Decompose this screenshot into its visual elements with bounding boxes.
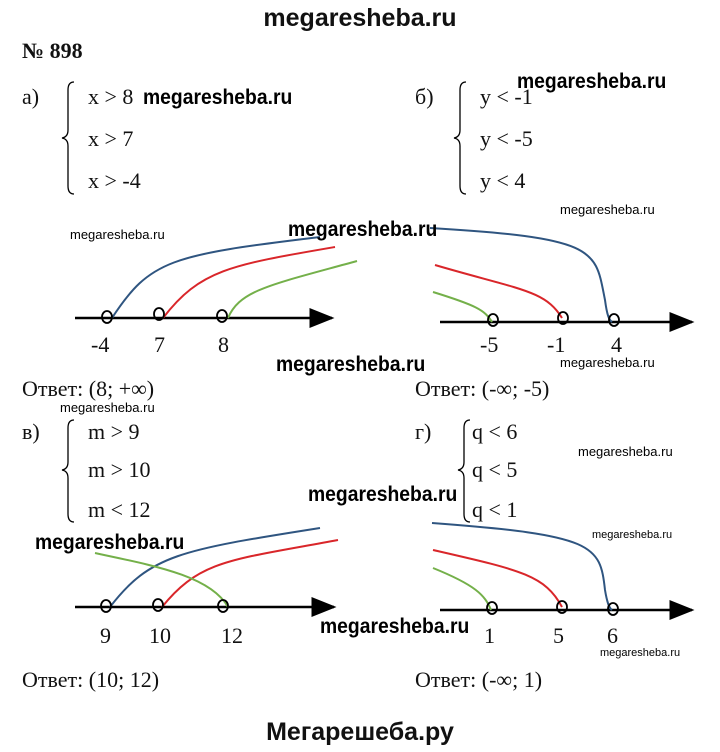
part-a-label: а) [22,84,40,109]
curve-blue-a [111,236,321,319]
part-c-ineq-1: m > 9 [88,419,140,444]
footer-brand: Мегарешеба.ру [266,718,454,746]
open-point [217,599,229,613]
site-title: megaresheba.ru [263,4,457,32]
part-d-label: г) [415,419,432,444]
brace-b [453,81,467,195]
tick-label: 4 [611,332,622,357]
part-d-ineq-3: q < 1 [472,497,518,522]
open-point [486,601,498,615]
open-point [100,599,112,613]
tick-label: 1 [484,623,495,648]
watermark: megaresheba.ru [288,218,438,241]
curve-green-a [227,260,358,319]
tick-label: 10 [149,623,171,648]
tick-label: 7 [154,332,165,357]
part-c-label: в) [22,419,40,444]
brace-d [457,419,471,523]
answer-a: Ответ: (8; +∞) [22,376,155,401]
watermark: megaresheba.ru [600,647,681,659]
part-a-ineq-1: x > 8 [88,84,134,109]
tick-label: -5 [480,332,499,357]
part-b-ineq-1: y < -1 [480,84,533,109]
open-point [101,310,113,324]
tick-label: -1 [547,332,566,357]
tick-label: 8 [218,332,229,357]
watermark: megaresheba.ru [143,86,293,109]
open-point [608,313,620,327]
part-d-ineq-1: q < 6 [472,419,518,444]
open-point [557,311,569,325]
answer-d: Ответ: (-∞; 1) [415,667,543,692]
part-a-ineq-2: x > 7 [88,126,134,151]
brace-c [61,419,75,523]
watermark: megaresheba.ru [35,531,185,554]
curve-red-a [162,246,336,319]
brace-a [61,81,75,195]
curve-green-b [432,291,493,323]
tick-label: 6 [607,623,618,648]
tick-label: -4 [91,332,110,357]
open-point [216,309,228,323]
answer-c: Ответ: (10; 12) [22,667,160,692]
watermark: megaresheba.ru [308,483,458,506]
curve-green-d [432,567,492,611]
watermark: megaresheba.ru [60,400,155,415]
watermark: megaresheba.ru [578,444,673,459]
curve-blue-c [109,527,321,608]
curve-red-b [434,264,563,319]
part-a-ineq-3: x > -4 [88,168,141,193]
curve-red-c [161,539,339,608]
part-b-ineq-3: y < 4 [480,168,526,193]
part-c-ineq-3: m < 12 [88,497,151,522]
open-point [556,600,568,614]
watermark: megaresheba.ru [70,227,165,242]
watermark: megaresheba.ru [276,353,426,376]
open-point [607,602,619,616]
curve-blue-b [429,227,613,323]
tick-label: 5 [553,623,564,648]
watermark: megaresheba.ru [592,529,673,541]
part-b-label: б) [415,84,434,109]
problem-number: № 898 [22,38,83,63]
part-c-ineq-2: m > 10 [88,457,151,482]
curve-blue-d [431,522,613,611]
curve-green-c [94,552,229,608]
part-b-ineq-2: y < -5 [480,126,533,151]
tick-label: 9 [100,623,111,648]
watermark: megaresheba.ru [320,615,470,638]
watermark: megaresheba.ru [560,202,655,217]
curve-red-d [432,549,563,608]
watermark: megaresheba.ru [560,355,655,370]
open-point [487,313,499,327]
open-point [153,307,165,321]
answer-b: Ответ: (-∞; -5) [415,376,550,401]
watermark: megaresheba.ru [517,70,667,93]
part-d-ineq-2: q < 5 [472,457,518,482]
open-point [152,598,164,612]
tick-label: 12 [221,623,243,648]
